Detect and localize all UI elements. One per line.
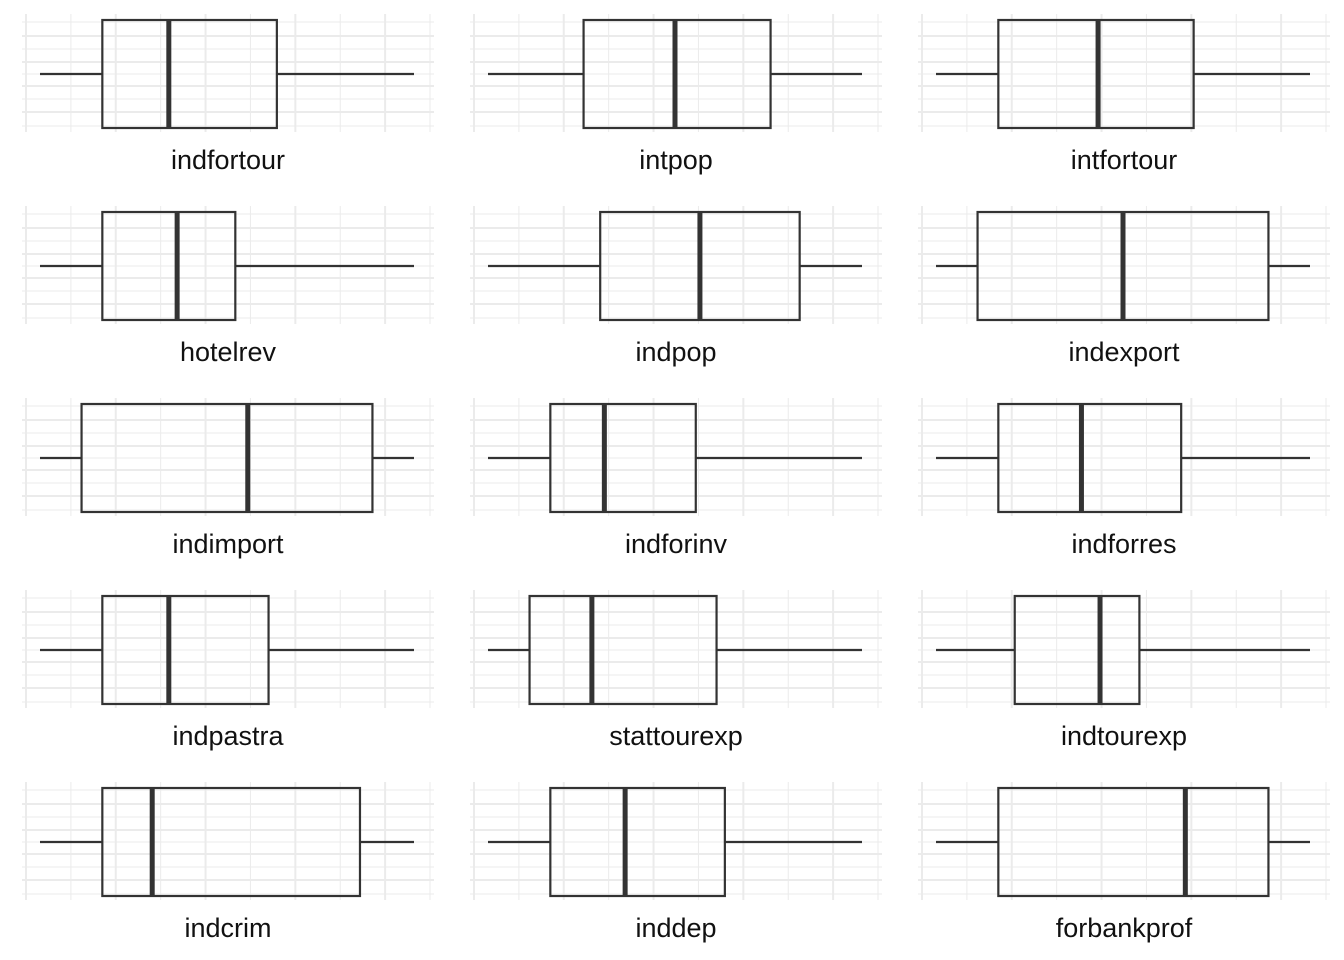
- panel-indpop: indpop: [470, 206, 882, 367]
- panel-label: indexport: [1068, 337, 1180, 367]
- box: [528, 594, 718, 706]
- box: [101, 786, 362, 898]
- panel-intfortour: intfortour: [918, 14, 1330, 175]
- panel-indcrim: indcrim: [22, 782, 434, 943]
- panel-label: inddep: [635, 913, 716, 943]
- box: [101, 210, 237, 322]
- panel-label: forbankprof: [1056, 913, 1193, 943]
- panel-forbankprof: forbankprof: [918, 782, 1330, 943]
- panel-indimport: indimport: [22, 398, 434, 559]
- panel-grid: [22, 398, 434, 516]
- panel-label: intfortour: [1071, 145, 1178, 175]
- panel-indtourexp: indtourexp: [918, 590, 1330, 751]
- box: [101, 18, 278, 130]
- panel-indforinv: indforinv: [470, 398, 882, 559]
- panel-grid: [470, 590, 882, 708]
- panel-label: indforinv: [625, 529, 728, 559]
- box: [1013, 594, 1141, 706]
- panel-intpop: intpop: [470, 14, 882, 175]
- panel-label: indpop: [635, 337, 716, 367]
- panel-grid: [918, 782, 1330, 900]
- panel-label: indfortour: [171, 145, 285, 175]
- box: [101, 594, 270, 706]
- box: [549, 402, 697, 514]
- panel-grid: [22, 782, 434, 900]
- panel-label: indforres: [1071, 529, 1176, 559]
- panel-indpastra: indpastra: [22, 590, 434, 751]
- panel-indexport: indexport: [918, 206, 1330, 367]
- panel-label: indimport: [172, 529, 284, 559]
- panel-label: indtourexp: [1061, 721, 1187, 751]
- box: [997, 786, 1270, 898]
- panel-indfortour: indfortour: [22, 14, 434, 175]
- box: [997, 402, 1183, 514]
- panel-label: indpastra: [172, 721, 284, 751]
- box: [549, 786, 726, 898]
- panel-grid: [470, 782, 882, 900]
- panel-stattourexp: stattourexp: [470, 590, 882, 751]
- panel-label: indcrim: [184, 913, 271, 943]
- box: [80, 402, 374, 514]
- panel-label: hotelrev: [180, 337, 277, 367]
- panel-hotelrev: hotelrev: [22, 206, 434, 367]
- panel-label: intpop: [639, 145, 713, 175]
- panel-indforres: indforres: [918, 398, 1330, 559]
- panel-inddep: inddep: [470, 782, 882, 943]
- panel-label: stattourexp: [609, 721, 743, 751]
- panel-grid: [918, 14, 1330, 132]
